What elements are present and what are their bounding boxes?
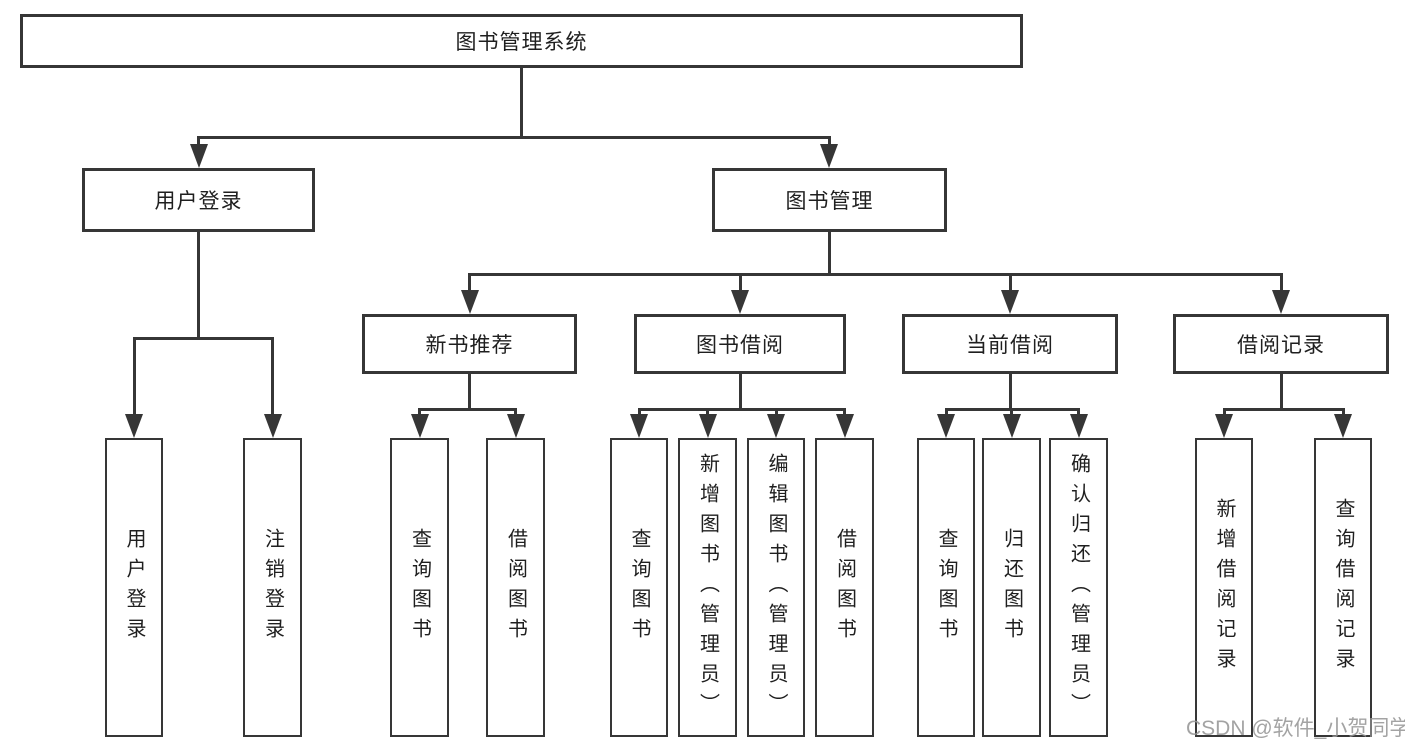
leaf-user-login: 用户登录 — [105, 438, 163, 737]
arrowhead-down-icon — [1272, 290, 1290, 314]
connector-line — [739, 273, 742, 290]
connector-line — [418, 408, 516, 411]
connector-line — [775, 408, 778, 418]
arrowhead-down-icon — [630, 414, 648, 438]
node-label: 新书推荐 — [425, 334, 514, 357]
arrowhead-down-icon — [1215, 414, 1233, 438]
node-label: 图书借阅 — [696, 334, 784, 357]
node-new-book-recommendation: 新书推荐 — [362, 314, 577, 374]
connector-line — [197, 232, 200, 337]
connector-line — [1077, 408, 1080, 418]
connector-line — [133, 337, 136, 415]
node-borrowing-records: 借阅记录 — [1173, 314, 1389, 374]
node-label: 图书管理 — [785, 190, 874, 213]
node-library-system-root: 图书管理系统 — [20, 14, 1023, 68]
arrowhead-down-icon — [125, 414, 143, 438]
node-label: 当前借阅 — [966, 334, 1054, 357]
node-label: 查询借阅记录 — [1332, 497, 1354, 678]
connector-line — [418, 408, 421, 418]
leaf-confirm-return-admin: 确认归还（管理员） — [1049, 438, 1108, 737]
connector-line — [828, 232, 831, 273]
connector-line — [271, 337, 274, 415]
arrowhead-down-icon — [461, 290, 479, 314]
connector-line — [197, 136, 831, 139]
node-label: 新增借阅记录 — [1213, 497, 1235, 678]
connector-line — [468, 374, 471, 408]
leaf-query-books-recommend: 查询图书 — [390, 438, 449, 737]
node-label: 新增图书（管理员） — [696, 452, 719, 723]
node-label: 借阅记录 — [1237, 334, 1325, 357]
node-user-login: 用户登录 — [82, 168, 315, 232]
node-label: 用户登录 — [154, 190, 243, 213]
leaf-query-books-current: 查询图书 — [917, 438, 975, 737]
arrowhead-down-icon — [264, 414, 282, 438]
connector-line — [1223, 408, 1226, 418]
connector-line — [197, 136, 200, 148]
node-book-management: 图书管理 — [712, 168, 947, 232]
node-label: 确认归还（管理员） — [1067, 452, 1090, 723]
arrowhead-down-icon — [190, 144, 208, 168]
node-label: 借阅图书 — [504, 527, 527, 648]
connector-line — [706, 408, 709, 418]
arrowhead-down-icon — [937, 414, 955, 438]
arrowhead-down-icon — [699, 414, 717, 438]
leaf-query-books-borrow: 查询图书 — [610, 438, 668, 737]
node-label: 查询图书 — [935, 527, 957, 648]
connector-line — [1280, 273, 1283, 290]
arrowhead-down-icon — [1070, 414, 1088, 438]
node-label: 图书管理系统 — [455, 31, 588, 54]
connector-line — [1342, 408, 1345, 418]
node-label: 归还图书 — [1000, 527, 1023, 648]
connector-line — [1009, 374, 1012, 408]
arrowhead-down-icon — [411, 414, 429, 438]
connector-line — [638, 408, 846, 411]
arrowhead-down-icon — [820, 144, 838, 168]
arrowhead-down-icon — [731, 290, 749, 314]
arrowhead-down-icon — [1334, 414, 1352, 438]
connector-line — [514, 408, 517, 418]
connector-line — [133, 337, 274, 340]
leaf-borrow-books: 借阅图书 — [815, 438, 874, 737]
arrowhead-down-icon — [1001, 290, 1019, 314]
arrowhead-down-icon — [836, 414, 854, 438]
node-label: 查询图书 — [628, 527, 650, 648]
node-label: 用户登录 — [123, 527, 145, 648]
leaf-logout: 注销登录 — [243, 438, 302, 737]
connector-line — [638, 408, 641, 418]
node-book-borrowing: 图书借阅 — [634, 314, 846, 374]
leaf-add-borrow-record: 新增借阅记录 — [1195, 438, 1253, 737]
arrowhead-down-icon — [767, 414, 785, 438]
connector-line — [1010, 408, 1013, 418]
connector-line — [468, 273, 1281, 276]
leaf-return-books: 归还图书 — [982, 438, 1041, 737]
node-label: 注销登录 — [261, 527, 284, 648]
leaf-borrow-books-recommend: 借阅图书 — [486, 438, 545, 737]
node-current-borrowing: 当前借阅 — [902, 314, 1118, 374]
leaf-query-borrow-record: 查询借阅记录 — [1314, 438, 1372, 737]
connector-line — [468, 273, 471, 290]
connector-line — [1009, 273, 1012, 290]
watermark: CSDN @软件_小贺同学 — [1186, 717, 1405, 740]
leaf-edit-books-admin: 编辑图书（管理员） — [747, 438, 805, 737]
arrowhead-down-icon — [507, 414, 525, 438]
leaf-add-books-admin: 新增图书（管理员） — [678, 438, 737, 737]
node-label: 查询图书 — [408, 527, 431, 648]
connector-line — [828, 136, 831, 148]
connector-line — [843, 408, 846, 418]
connector-line — [520, 68, 523, 136]
connector-line — [1223, 408, 1344, 411]
node-label: 借阅图书 — [833, 527, 856, 648]
connector-line — [945, 408, 948, 418]
arrowhead-down-icon — [1003, 414, 1021, 438]
connector-line — [1280, 374, 1283, 408]
node-label: 编辑图书（管理员） — [765, 452, 787, 723]
connector-line — [739, 374, 742, 408]
